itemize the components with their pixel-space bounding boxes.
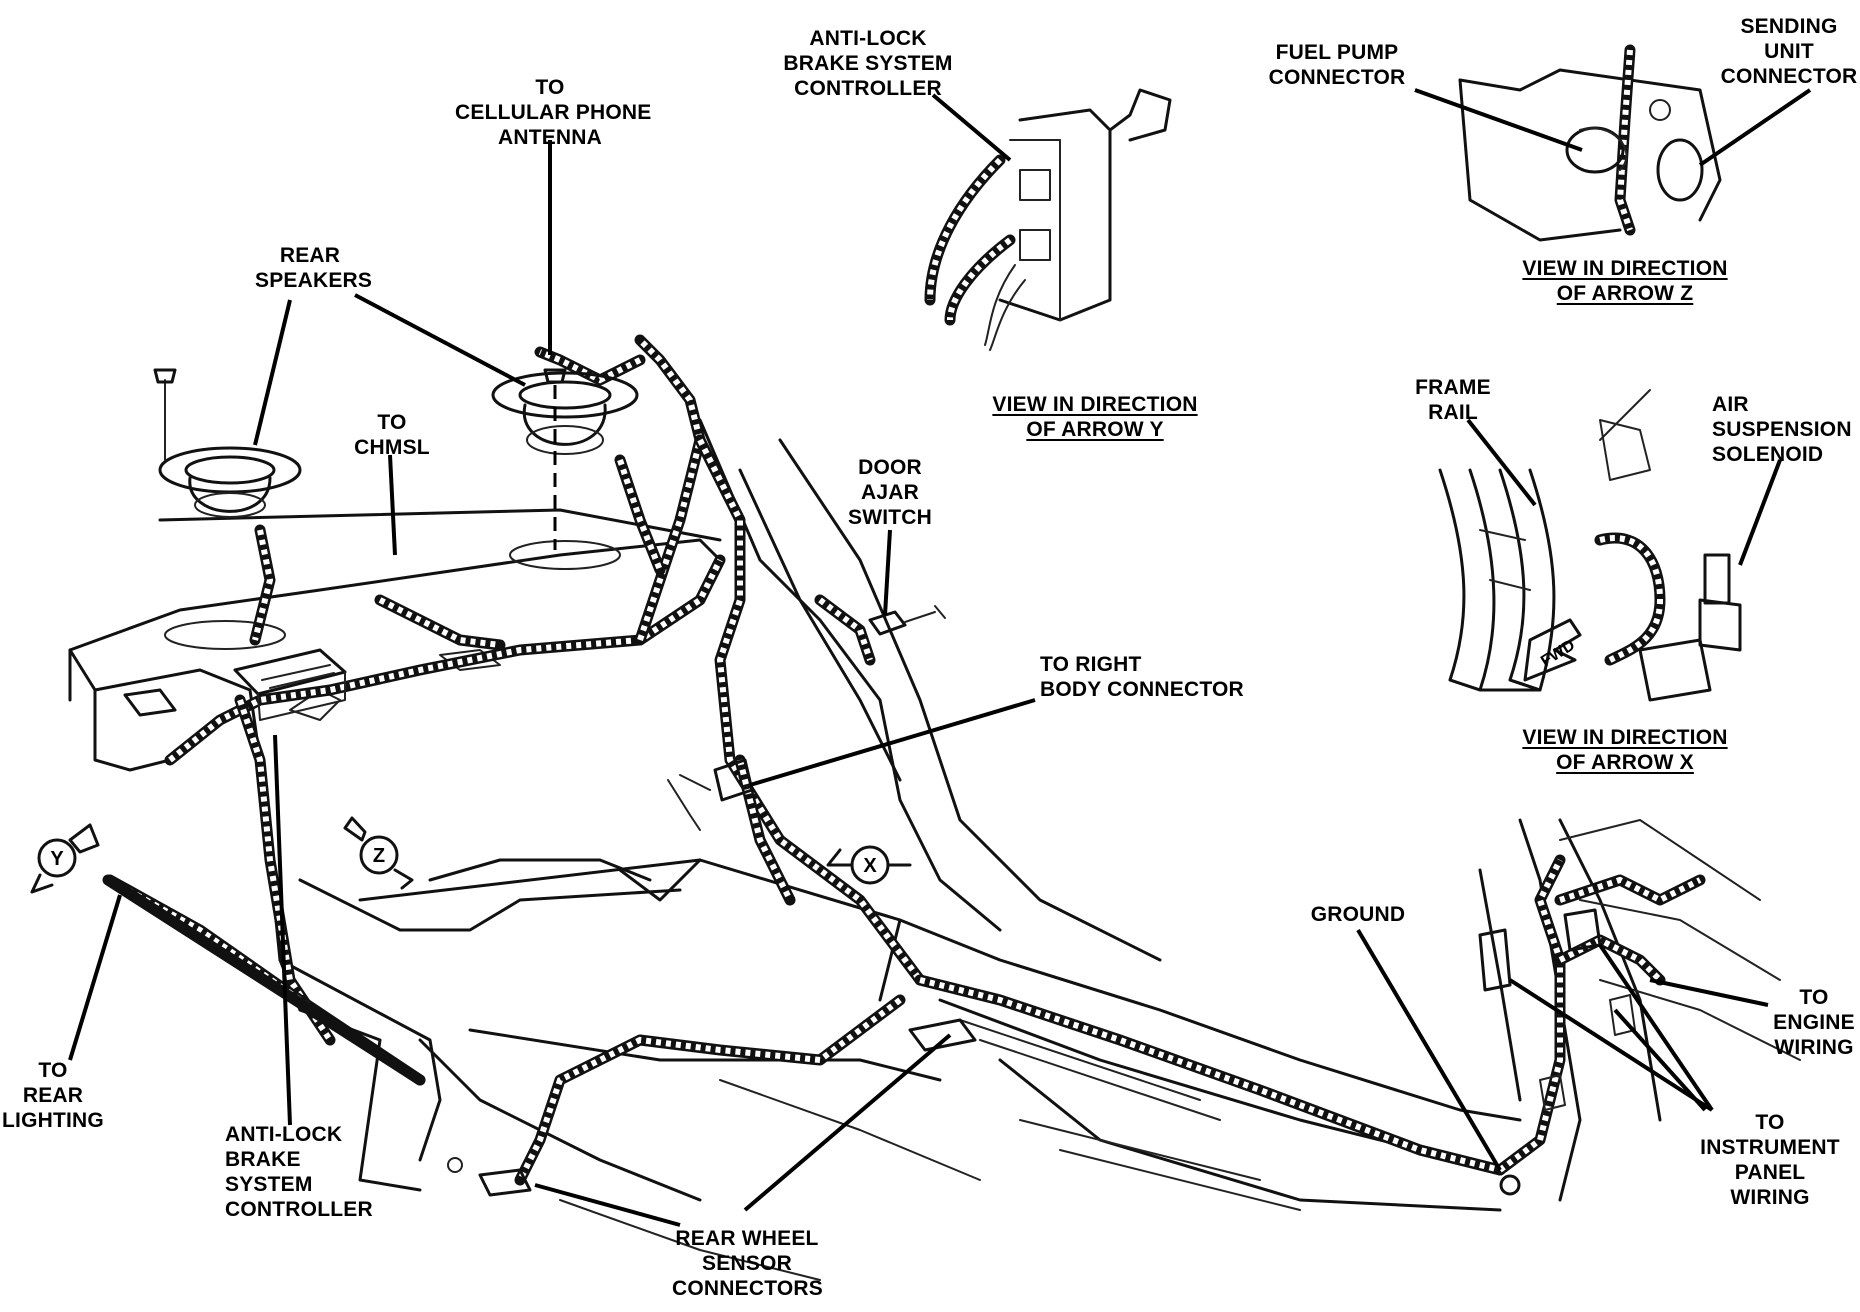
label-rear-wheel-sensor-connectors: REAR WHEEL SENSOR CONNECTORS [672,1227,823,1300]
rear-lighting-harness [102,874,426,1086]
label-right-body-connector: TO RIGHT BODY CONNECTOR [1040,653,1244,701]
label-instrument-panel-wiring: TO INSTRUMENT PANEL WIRING [1700,1111,1840,1209]
label-sending-unit-connector: SENDING UNIT CONNECTOR [1720,15,1858,88]
label-view-arrow-x: VIEW IN DIRECTION OF ARROW X [1522,726,1728,774]
leader-rear-lighting [68,894,122,1061]
label-air-suspension-solenoid: AIR SUSPENSION SOLENOID [1712,393,1852,466]
leader-door-ajar [883,529,892,616]
marker-x-letter: X [863,855,877,877]
leader-ip-2 [1613,1008,1707,1112]
leader-sending-unit [1698,88,1812,167]
rear-speaker-left [153,368,302,518]
leader-ip-1 [1598,943,1714,1112]
right-body-connector-part [667,758,754,831]
leader-frame-rail [1466,418,1537,507]
label-ground: GROUND [1310,903,1406,926]
label-abs-controller-bottom: ANTI-LOCK BRAKE SYSTEM CONTROLLER [225,1123,373,1221]
leader-abs-bottom [273,734,292,1126]
label-cellular-antenna: TO CELLULAR PHONE ANTENNA [455,76,652,149]
inset-view-z [1458,44,1722,242]
inset-view-x [1438,389,1742,702]
label-abs-controller-top: ANTI-LOCK BRAKE SYSTEM CONTROLLER [783,27,953,100]
inset-view-y [924,88,1172,351]
label-engine-wiring: TO ENGINE WIRING [1773,986,1855,1059]
label-view-arrow-z: VIEW IN DIRECTION OF ARROW Z [1522,257,1728,305]
body-shell [68,418,1801,1281]
label-fuel-pump-connector: FUEL PUMP CONNECTOR [1268,41,1406,89]
leader-speaker-left [253,299,292,446]
leader-lines [68,88,1812,1227]
leader-air-suspension [1738,459,1782,566]
leader-sensor-front [743,1033,952,1212]
leader-abs-top [931,93,1012,162]
label-view-arrow-y: VIEW IN DIRECTION OF ARROW Y [992,393,1198,441]
leader-ip-3 [1508,978,1714,1112]
leader-speaker-right [354,293,526,387]
label-rear-speakers: REAR SPEAKERS [255,244,373,292]
rear-speaker-right [491,368,639,550]
front-connectors [1478,908,1636,1196]
leader-right-body [749,698,1036,787]
abs-controller-unit [233,648,347,721]
marker-z-letter: Z [373,845,385,867]
leader-sensor-rear [534,1183,681,1227]
leader-chmsl [388,454,397,556]
label-rear-lighting: TO REAR LIGHTING [2,1059,104,1132]
leader-fuel-pump [1414,88,1583,152]
label-to-chmsl: TO CHMSL [354,411,430,459]
rear-wheel-sensor-parts [447,1018,977,1197]
label-door-ajar-switch: DOOR AJAR SWITCH [847,456,933,529]
leader-ground [1356,928,1502,1172]
leader-engine-wiring [1649,978,1769,1007]
marker-y-letter: Y [50,848,64,870]
label-frame-rail: FRAME RAIL [1415,376,1491,424]
direction-markers [30,816,912,894]
